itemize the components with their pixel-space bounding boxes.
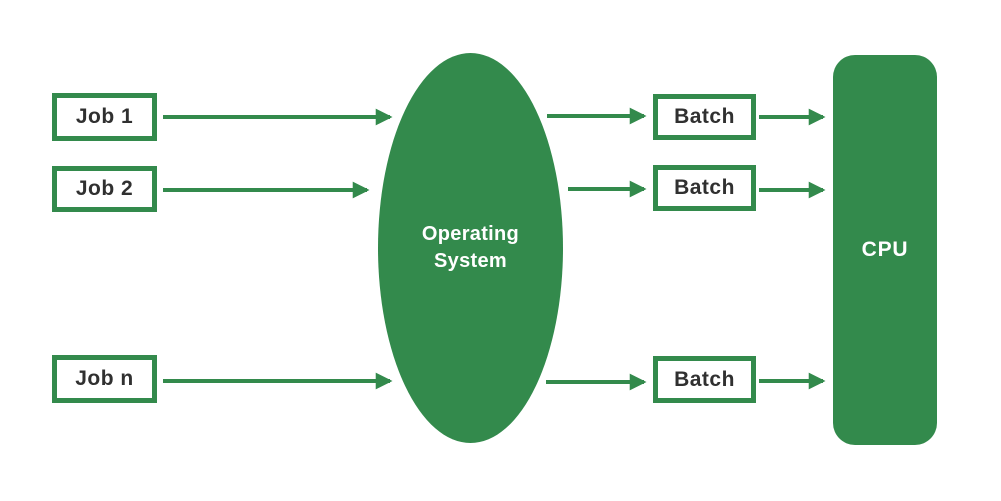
node-cpu: CPU — [833, 55, 937, 445]
node-batch-2: Batch — [653, 165, 756, 211]
node-batch-1-label: Batch — [674, 105, 735, 128]
node-job-1-label: Job 1 — [75, 105, 134, 128]
node-batch-3: Batch — [653, 356, 756, 403]
node-operating-system-label: Operating System — [421, 223, 520, 272]
node-job-n-label: Job n — [75, 367, 134, 390]
node-job-2: Job 2 — [52, 166, 157, 212]
node-job-1: Job 1 — [52, 93, 157, 141]
node-cpu-label: CPU — [861, 238, 909, 261]
node-batch-1: Batch — [653, 94, 756, 140]
node-job-n: Job n — [52, 355, 157, 403]
node-job-2-label: Job 2 — [75, 177, 134, 200]
node-batch-2-label: Batch — [674, 176, 735, 199]
node-operating-system: Operating System — [378, 53, 563, 443]
node-batch-3-label: Batch — [674, 367, 735, 391]
